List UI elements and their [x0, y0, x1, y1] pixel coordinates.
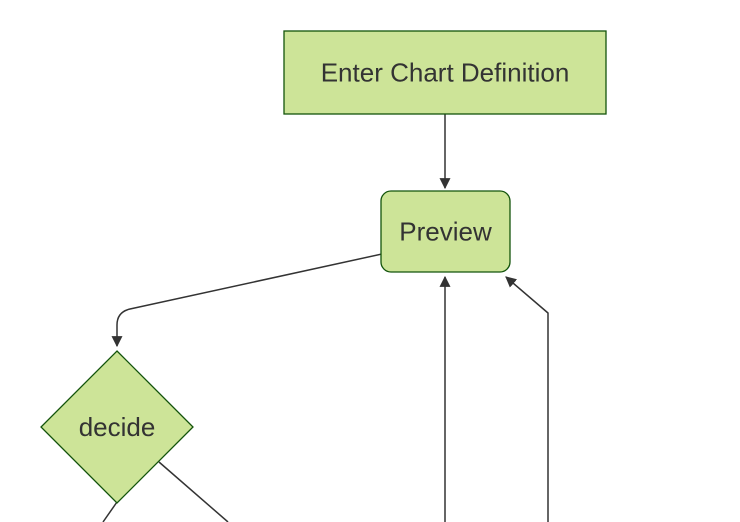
node-decide: decide — [40, 350, 194, 504]
edge-preview-to-decide — [111, 253, 383, 348]
node-enter-chart-definition: Enter Chart Definition — [283, 30, 607, 115]
edge-decide-to-offscreen-right — [158, 461, 229, 522]
decide-diamond — [40, 350, 194, 504]
preview-box — [380, 190, 511, 273]
edge-bottom-right-to-preview — [505, 276, 549, 522]
edge-decide-to-offscreen-left — [102, 501, 118, 522]
enter-chart-definition-label: Enter Chart Definition — [321, 58, 570, 88]
preview-label: Preview — [399, 217, 492, 247]
node-preview: Preview — [380, 190, 511, 273]
decide-label: decide — [79, 412, 156, 442]
enter-chart-definition-box — [283, 30, 607, 115]
